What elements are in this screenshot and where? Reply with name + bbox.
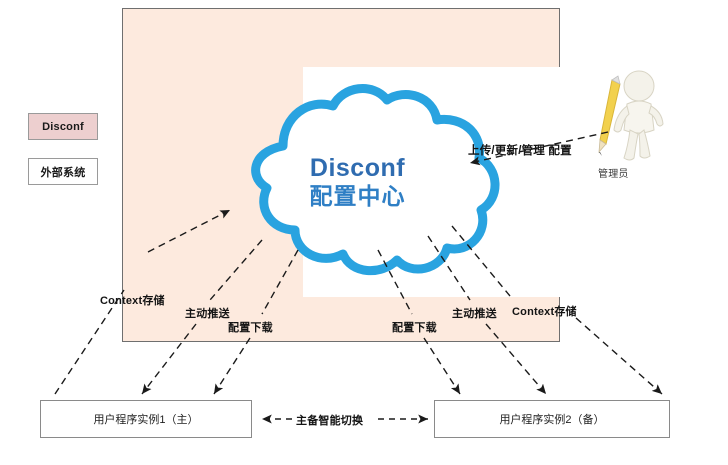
flow-label-failover: 主备智能切换 (296, 415, 364, 427)
instance-box-standby: 用户程序实例2（备） (434, 400, 670, 438)
instance-box-primary: 用户程序实例1（主） (40, 400, 252, 438)
actor-label-administrator: 管理员 (598, 169, 629, 180)
instance-label-primary: 用户程序实例1（主） (93, 414, 199, 426)
flow-label-active-push-right: 主动推送 (452, 308, 497, 320)
flow-label-config-download-right: 配置下载 (392, 322, 437, 334)
legend-label-disconf: Disconf (42, 120, 84, 133)
instance-label-standby: 用户程序实例2（备） (499, 414, 605, 426)
flow-label-active-push-left: 主动推送 (185, 308, 230, 320)
legend-label-external-system: 外部系统 (40, 166, 86, 179)
legend-item-disconf: Disconf (28, 113, 98, 140)
cloud-shape-icon (251, 84, 500, 276)
person-body (613, 70, 664, 161)
flow-label-context-store-left: Context存储 (100, 295, 165, 307)
legend-item-external-system: 外部系统 (28, 158, 98, 185)
flow-label-context-store-right: Context存储 (512, 306, 577, 318)
administrator-figure-icon (598, 68, 670, 166)
flow-label-upload-config: 上传/更新/管理 配置 (468, 145, 572, 157)
pencil-icon (598, 75, 621, 156)
disconf-cloud: Disconf 配置中心 (205, 72, 510, 292)
flow-label-config-download-left: 配置下载 (228, 322, 273, 334)
